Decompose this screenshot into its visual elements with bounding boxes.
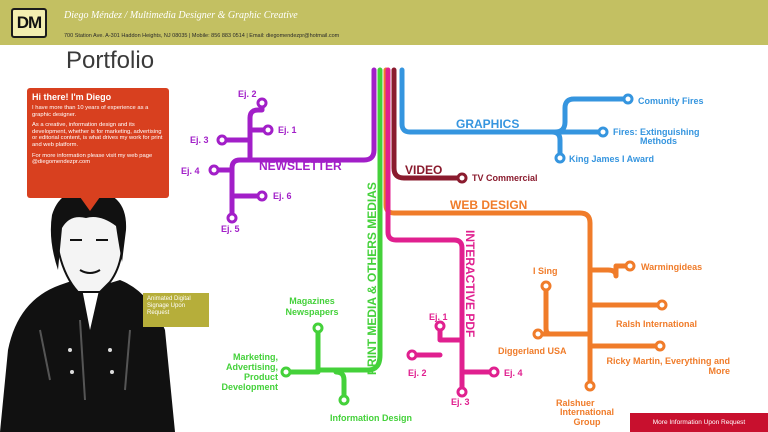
station-newsletter-ej3 <box>216 134 228 146</box>
interactive-ej4-label: Ej. 4 <box>504 368 523 378</box>
web-branch-label: WEB DESIGN <box>450 198 527 212</box>
newsletter-ej3-label: Ej. 3 <box>190 135 209 145</box>
king-james-label: King James I Award <box>569 154 654 164</box>
station-magazines <box>312 322 324 334</box>
i-sing-label: I Sing <box>533 266 558 276</box>
intro-paragraph-1: I have more than 10 years of experience … <box>32 105 149 118</box>
station-i-sing <box>540 280 552 292</box>
ralshuer-label: Ralshuer <box>556 398 595 408</box>
more-info-badge[interactable]: More Information Upon Request <box>630 413 768 432</box>
station-ralsh <box>656 299 668 311</box>
intro-card: Hi there! I'm Diego I have more than 10 … <box>27 88 169 198</box>
newsletter-ej5-label: Ej. 5 <box>221 224 240 234</box>
intro-card-pointer <box>80 197 100 211</box>
newsletter-ej1-label: Ej. 1 <box>278 125 297 135</box>
graphics-branch-label: GRAPHICS <box>456 117 519 131</box>
station-newsletter-ej6 <box>256 190 268 202</box>
station-newsletter-ej1 <box>262 124 274 136</box>
warmingideas-label: Warmingideas <box>641 262 702 272</box>
ricky-martin-label: Ricky Martin, Everything and More <box>606 356 730 376</box>
intro-paragraph-3[interactable]: For more information please visit my web… <box>32 152 153 166</box>
marketing-label: Marketing, Advertising, Product Developm… <box>221 352 278 392</box>
intro-paragraph-2: As a creative, information design and it… <box>32 122 163 148</box>
newsletter-line <box>229 67 377 221</box>
info-design-label: Information Design <box>330 413 412 423</box>
station-interactive-ej1 <box>434 320 446 332</box>
station-newsletter-ej2 <box>256 97 268 109</box>
page-title: Portfolio <box>66 47 155 74</box>
magazines-label: Magazines Newspapers <box>285 296 339 317</box>
station-ricky-martin <box>654 340 666 352</box>
dm-logo[interactable]: DM <box>11 8 47 38</box>
header-contact: 700 Station Ave. A-301 Haddon Heights, N… <box>64 33 340 39</box>
interactive-ej1-label: Ej. 1 <box>429 312 448 322</box>
fires-methods-label: Fires: Extinguishing <box>613 127 700 137</box>
intro-title: Hi there! I'm Diego <box>32 92 112 102</box>
interactive-line <box>385 67 465 395</box>
interactive-ej3-label: Ej. 3 <box>451 397 470 407</box>
comunity-fires-label: Comunity Fires <box>638 96 704 106</box>
station-warmingideas <box>624 260 636 272</box>
video-line <box>391 67 465 181</box>
print-branch-label: PRINT MEDIA & OTHERS MEDIAS <box>365 182 379 375</box>
newsletter-ej6-label: Ej. 6 <box>273 191 292 201</box>
station-comunity-fires <box>622 93 634 105</box>
station-interactive-ej3 <box>456 386 468 398</box>
station-marketing <box>280 366 292 378</box>
station-interactive-ej4 <box>488 366 500 378</box>
station-newsletter-ej4 <box>208 164 220 176</box>
header-bar: DM Diego Méndez / Multimedia Designer & … <box>0 0 768 45</box>
station-tv-commercial <box>456 172 468 184</box>
header-name: Diego Méndez / Multimedia Designer & Gra… <box>64 10 298 21</box>
newsletter-ej2-label: Ej. 2 <box>238 89 257 99</box>
fires-methods-second-line: Methods <box>640 136 677 146</box>
animated-signage-note: Animated Digital Signage Upon Request <box>143 293 209 327</box>
station-newsletter-ej5 <box>226 212 238 224</box>
station-fires-methods <box>597 126 609 138</box>
print-line <box>315 67 383 373</box>
interactive-ej2-label: Ej. 2 <box>408 368 427 378</box>
diggerland-label: Diggerland USA <box>498 346 567 356</box>
newsletter-branch-label: NEWSLETTER <box>259 159 342 173</box>
portrait-illustration <box>0 189 175 432</box>
ralsh-label: Ralsh International <box>616 319 697 329</box>
station-interactive-ej2 <box>406 349 418 361</box>
station-info-design <box>338 394 350 406</box>
station-ralshuer <box>584 380 596 392</box>
newsletter-ej4-label: Ej. 4 <box>181 166 200 176</box>
interactive-branch-label: INTERACTIVE PDF <box>463 230 477 337</box>
tv-commercial-label: TV Commercial <box>472 173 538 183</box>
station-diggerland <box>532 328 544 340</box>
station-king-james <box>554 152 566 164</box>
video-branch-label: VIDEO <box>405 163 442 177</box>
